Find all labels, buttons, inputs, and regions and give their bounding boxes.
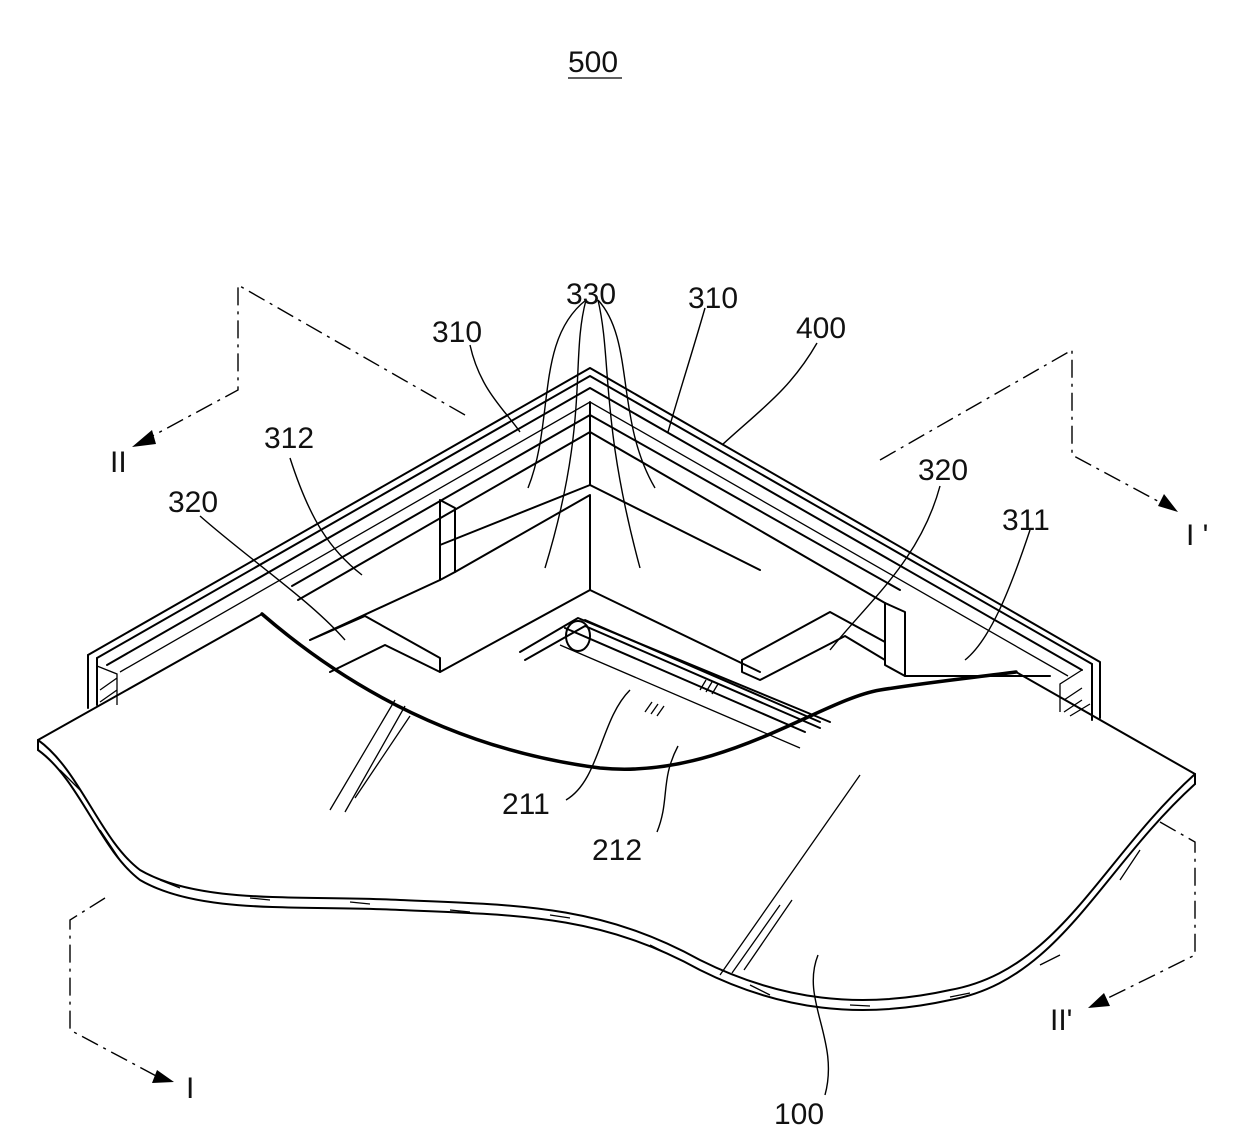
label-311: 311 <box>1002 504 1050 537</box>
label-310-left: 310 <box>432 316 482 349</box>
label-312: 312 <box>264 422 314 455</box>
section-label-ii-start: II <box>110 446 127 479</box>
leader-lines <box>200 300 1030 1095</box>
label-211: 211 <box>502 788 550 821</box>
right-wall <box>885 603 1050 676</box>
section-line-i-start: I <box>70 898 194 1105</box>
label-330: 330 <box>566 278 616 311</box>
left-block-320 <box>310 590 760 672</box>
label-310-right: 310 <box>688 282 738 315</box>
figure-number: 500 <box>568 46 618 79</box>
label-320-left: 320 <box>168 486 218 519</box>
section-label-i-start: I <box>186 1072 194 1105</box>
label-400: 400 <box>796 312 846 345</box>
label-320-right: 320 <box>918 454 968 487</box>
section-label-ii-end: II' <box>1050 1004 1072 1037</box>
right-block-320 <box>742 612 885 680</box>
display-panel <box>38 614 1195 1010</box>
section-label-i-end: I ' <box>1186 519 1208 552</box>
label-212: 212 <box>592 834 642 867</box>
label-100: 100 <box>774 1098 824 1131</box>
